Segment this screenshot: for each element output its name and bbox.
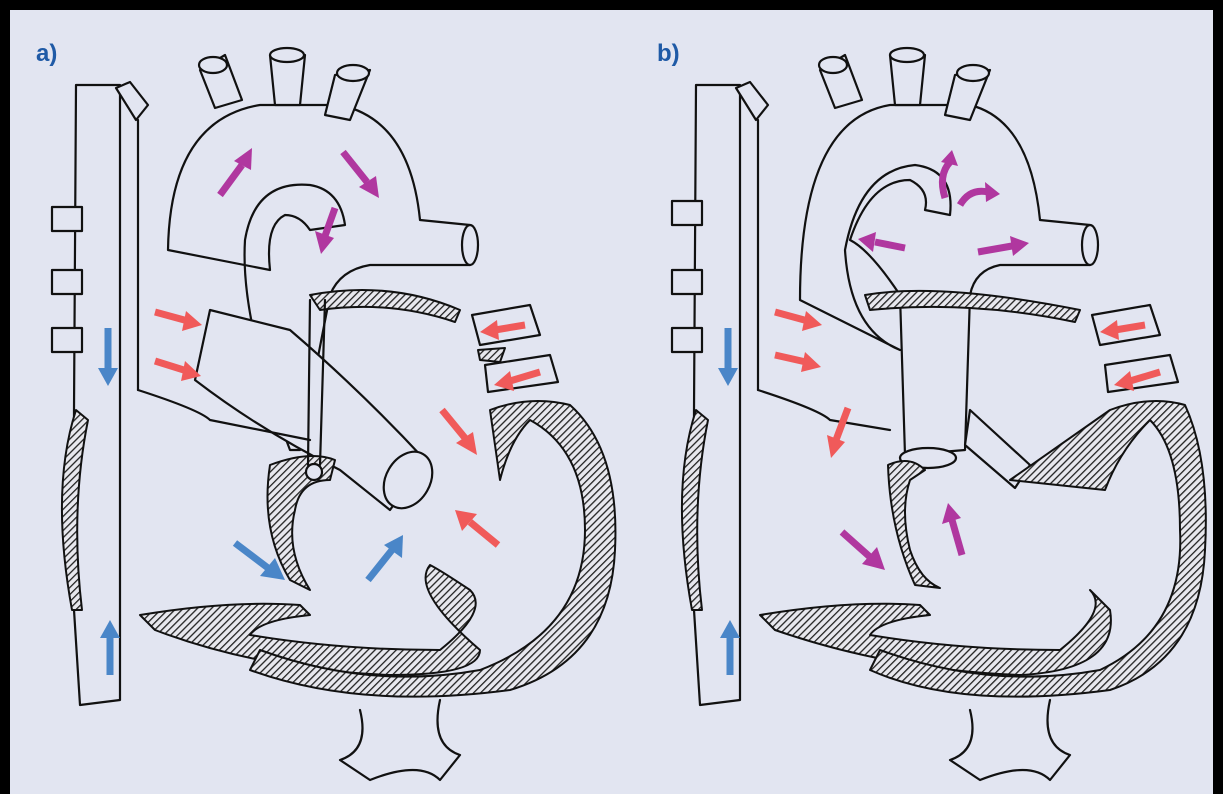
oxygenated-arrow (155, 361, 201, 381)
vessel-opening (957, 65, 989, 81)
heart-diagrams (10, 10, 1213, 794)
vein-wall (478, 348, 505, 362)
oxygenated-arrow (775, 311, 822, 331)
vessel-opening (890, 48, 924, 62)
left-atrium-wall (865, 291, 1080, 322)
mixed-arrow (842, 532, 885, 570)
panel-a-heart (52, 48, 615, 780)
mixed-arrow (942, 503, 962, 555)
shunt-valve (306, 464, 322, 480)
oxygenated-arrow (775, 352, 821, 372)
pulmonary-vein-right (1105, 355, 1178, 392)
aortic-arch (800, 105, 1090, 455)
pulmonary-vein (52, 270, 82, 294)
vena-cava (694, 85, 740, 705)
panel-label-b: b) (657, 40, 680, 68)
oxygenated-arrow (442, 410, 477, 455)
vessel-opening (819, 57, 847, 73)
vessel-opening (337, 65, 369, 81)
vessel-opening (1082, 225, 1098, 265)
ventricle-wall (140, 565, 480, 675)
panel-b-heart (672, 48, 1206, 780)
pulmonary-vein (672, 270, 702, 294)
left-atrium-wall (310, 290, 460, 322)
oxygenated-arrow (827, 408, 848, 458)
pulmonary-vein (52, 328, 82, 352)
pulmonary-vein (672, 201, 702, 225)
oxygenated-arrow (155, 311, 202, 331)
vessel-opening (462, 225, 478, 265)
ventricle-wall (760, 590, 1111, 675)
atrial-outline (758, 390, 890, 430)
deoxygenated-arrow (368, 535, 403, 580)
descending-aorta (950, 700, 1070, 780)
oxygenated-arrow (455, 510, 498, 545)
pulmonary-vein (672, 328, 702, 352)
vessel-opening (270, 48, 304, 62)
descending-aorta (340, 700, 460, 780)
septum (888, 461, 940, 588)
vena-cava (74, 85, 120, 705)
pulmonary-vein (52, 207, 82, 231)
vessel-opening (199, 57, 227, 73)
panel-label-a: a) (36, 40, 57, 68)
